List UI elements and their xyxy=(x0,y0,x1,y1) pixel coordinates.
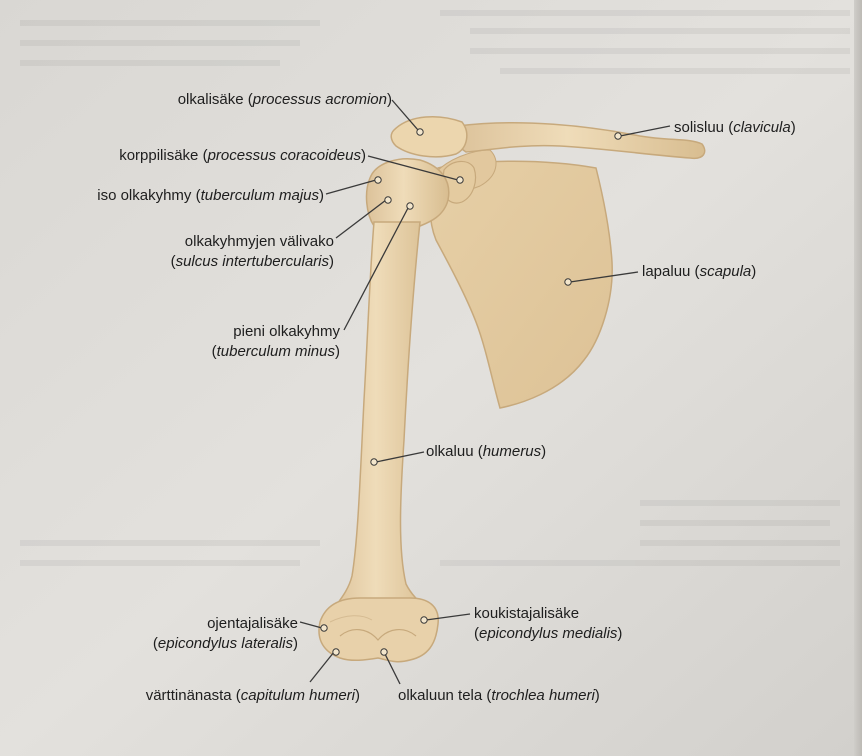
landmark-dot-scapula xyxy=(565,279,571,285)
label-tmajus-latin: tuberculum majus xyxy=(201,187,319,204)
landmark-dot-tminus xyxy=(407,203,413,209)
label-capitulum-latin: capitulum humeri xyxy=(241,687,355,704)
label-capitulum-name: värttinänasta xyxy=(146,687,232,704)
label-capitulum: värttinänasta (capitulum humeri) xyxy=(146,686,360,706)
label-humerus-latin: humerus xyxy=(483,443,541,460)
label-scapula-latin: scapula xyxy=(700,263,752,280)
label-medialis-latin: epicondylus medialis xyxy=(479,625,617,642)
label-sulcus: olkakyhmyjen välivako(sulcus intertuberc… xyxy=(171,232,334,272)
label-epicondylus-medialis: koukistajalisäke(epicondylus medialis) xyxy=(474,604,622,644)
label-coracoid: korppilisäke (processus coracoideus) xyxy=(119,146,366,166)
label-coracoid-latin: processus coracoideus xyxy=(208,147,361,164)
label-humerus-name: olkaluu xyxy=(426,443,474,460)
label-sulcus-latin: sulcus intertubercularis xyxy=(176,253,329,270)
label-lateralis-latin: epicondylus lateralis xyxy=(158,635,293,652)
label-sulcus-name: olkakyhmyjen välivako xyxy=(185,233,334,250)
label-trochlea-name: olkaluun tela xyxy=(398,687,482,704)
label-tuberculum-majus: iso olkakyhmy (tuberculum majus) xyxy=(97,186,324,206)
label-clavicula-latin: clavicula xyxy=(733,119,791,136)
landmark-dot-coracoid xyxy=(457,177,463,183)
label-tminus-latin: tuberculum minus xyxy=(217,343,335,360)
landmark-dot-medialis xyxy=(421,617,427,623)
label-humerus: olkaluu (humerus) xyxy=(426,442,546,462)
label-trochlea-latin: trochlea humeri xyxy=(491,687,594,704)
label-scapula: lapaluu (scapula) xyxy=(642,262,756,282)
label-tmajus-name: iso olkakyhmy xyxy=(97,187,191,204)
label-acromion-name: olkalisäke xyxy=(178,91,244,108)
landmark-dot-capitulum xyxy=(333,649,339,655)
label-scapula-name: lapaluu xyxy=(642,263,690,280)
landmark-dot-sulcus xyxy=(385,197,391,203)
landmark-dot-lateralis xyxy=(321,625,327,631)
label-coracoid-name: korppilisäke xyxy=(119,147,198,164)
humerus-head xyxy=(367,159,449,226)
label-acromion-latin: processus acromion xyxy=(253,91,387,108)
landmark-dot-trochlea xyxy=(381,649,387,655)
landmark-dot-tmajus xyxy=(375,177,381,183)
landmark-dot-humerus xyxy=(371,459,377,465)
label-epicondylus-lateralis: ojentajalisäke(epicondylus lateralis) xyxy=(153,614,298,654)
label-tuberculum-minus: pieni olkakyhmy(tuberculum minus) xyxy=(212,322,340,362)
label-clavicula-name: solisluu xyxy=(674,119,724,136)
label-lateralis-name: ojentajalisäke xyxy=(207,615,298,632)
label-trochlea: olkaluun tela (trochlea humeri) xyxy=(398,686,600,706)
landmark-dot-acromion xyxy=(417,129,423,135)
page-edge-strip xyxy=(854,0,862,756)
label-acromion: olkalisäke (processus acromion) xyxy=(178,90,392,110)
label-tminus-name: pieni olkakyhmy xyxy=(233,323,340,340)
landmark-dot-clavicula xyxy=(615,133,621,139)
label-clavicula: solisluu (clavicula) xyxy=(674,118,796,138)
label-medialis-name: koukistajalisäke xyxy=(474,605,579,622)
